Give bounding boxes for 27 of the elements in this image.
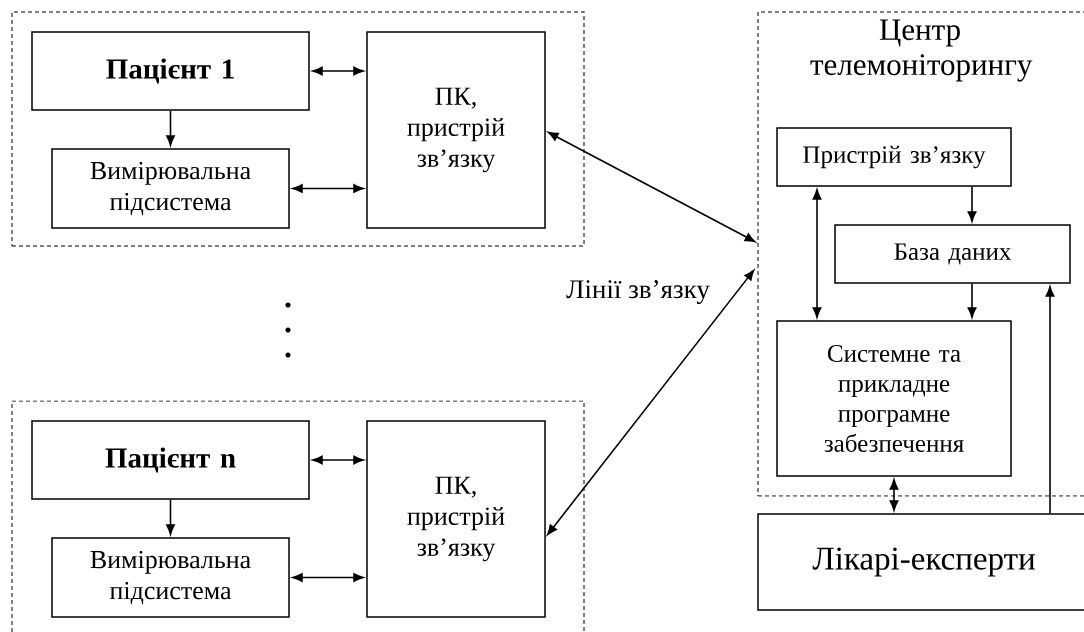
process-box: Пацієнт n — [31, 420, 310, 500]
process-box: База даних — [834, 224, 1071, 284]
arrow — [812, 189, 822, 318]
arrow — [967, 282, 977, 318]
process-box: Вимірювальна підсистема — [51, 148, 290, 229]
process-box: Пристрій зв’язку — [776, 127, 1012, 187]
line-label: Лінії зв’язку — [566, 280, 710, 304]
dashed-group-box — [11, 400, 585, 632]
group-heading: Центр телемоніторингу — [810, 19, 1033, 82]
arrow — [1045, 286, 1055, 515]
process-box: ПК, пристрій зв’язку — [366, 31, 546, 229]
process-box: ПК, пристрій зв’язку — [366, 420, 546, 618]
dashed-group-box — [11, 11, 585, 247]
arrow — [889, 479, 899, 511]
process-box: Пацієнт 1 — [31, 31, 310, 111]
process-box: Лікарі-експерти — [757, 513, 1084, 611]
arrow — [547, 131, 756, 243]
process-box: Системне та прикладне програмне забезпечення — [776, 320, 1012, 477]
arrow — [166, 498, 175, 535]
process-box: Вимірювальна підсистема — [51, 537, 290, 618]
arrow — [292, 184, 364, 193]
arrow — [292, 573, 364, 582]
arrow — [967, 185, 977, 222]
arrow — [312, 66, 364, 76]
arrow — [312, 455, 364, 465]
arrow — [166, 109, 175, 146]
arrow — [546, 269, 755, 536]
